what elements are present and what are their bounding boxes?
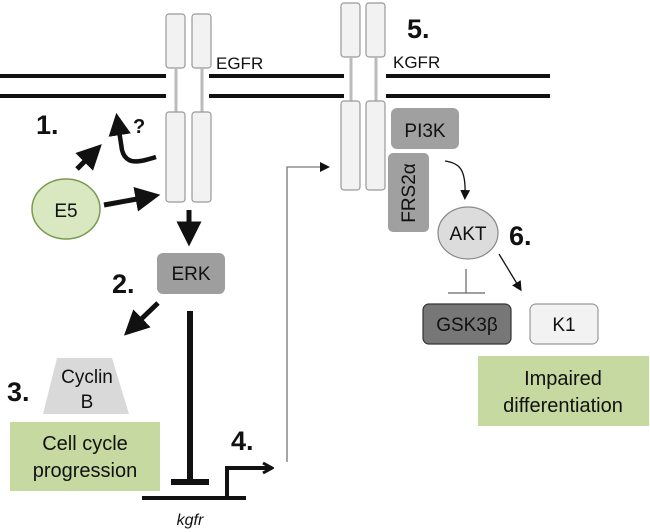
pi3k-to-akt-arrow (444, 160, 471, 200)
step-4-label: 4. (231, 426, 254, 456)
kgfr-receptor (340, 2, 386, 191)
e5-to-egfr-arrow (103, 186, 161, 212)
erk-to-cyclin-arrow (123, 301, 160, 336)
akt-label: AKT (450, 224, 487, 245)
frs2a-node (388, 153, 429, 232)
frs2a-label: FRS2α (399, 163, 420, 223)
egfr-label: EGFR (216, 54, 263, 73)
kgfr-expression-arrow (286, 162, 330, 462)
cyclin-label-line2: B (81, 392, 94, 413)
egfr-receptor (165, 13, 212, 203)
cell-membrane (0, 74, 550, 98)
gsk3b-label: GSK3β (436, 315, 498, 336)
step-3-label: 3. (7, 377, 30, 407)
akt-node (437, 206, 499, 260)
impaired-line2: differentiation (503, 395, 623, 417)
erk-node (157, 253, 225, 294)
e5-to-unknown-arrow (75, 144, 102, 171)
question-mark: ? (133, 116, 145, 138)
step-5-label: 5. (407, 14, 430, 44)
egfr-curved-arrow (108, 112, 157, 164)
cyclin-b-node (43, 358, 129, 414)
kgfr-label: KGFR (393, 53, 440, 72)
cell-cycle-line1: Cell cycle (42, 433, 128, 455)
pi3k-label: PI3K (404, 121, 446, 142)
k1-label: K1 (552, 315, 575, 336)
step-1-label: 1. (36, 110, 59, 140)
cyclin-label-line1: Cyclin (61, 367, 113, 388)
e5-label: E5 (54, 201, 77, 222)
step-2-label: 2. (112, 269, 135, 299)
kgfr-gene-label: kgfr (177, 512, 204, 529)
impaired-differentiation-box (478, 356, 649, 426)
step-6-label: 6. (509, 221, 532, 251)
cell-cycle-progression-box (10, 422, 160, 491)
gsk3b-node (422, 303, 512, 345)
erk-label: ERK (171, 264, 210, 285)
akt-to-k1-arrow (498, 253, 522, 292)
impaired-line1: Impaired (524, 368, 602, 390)
pi3k-node (391, 108, 459, 149)
e5-node (31, 178, 101, 240)
kgfr-promoter-arrow (225, 468, 272, 498)
k1-node (529, 303, 599, 345)
cell-cycle-line2: progression (33, 460, 138, 482)
